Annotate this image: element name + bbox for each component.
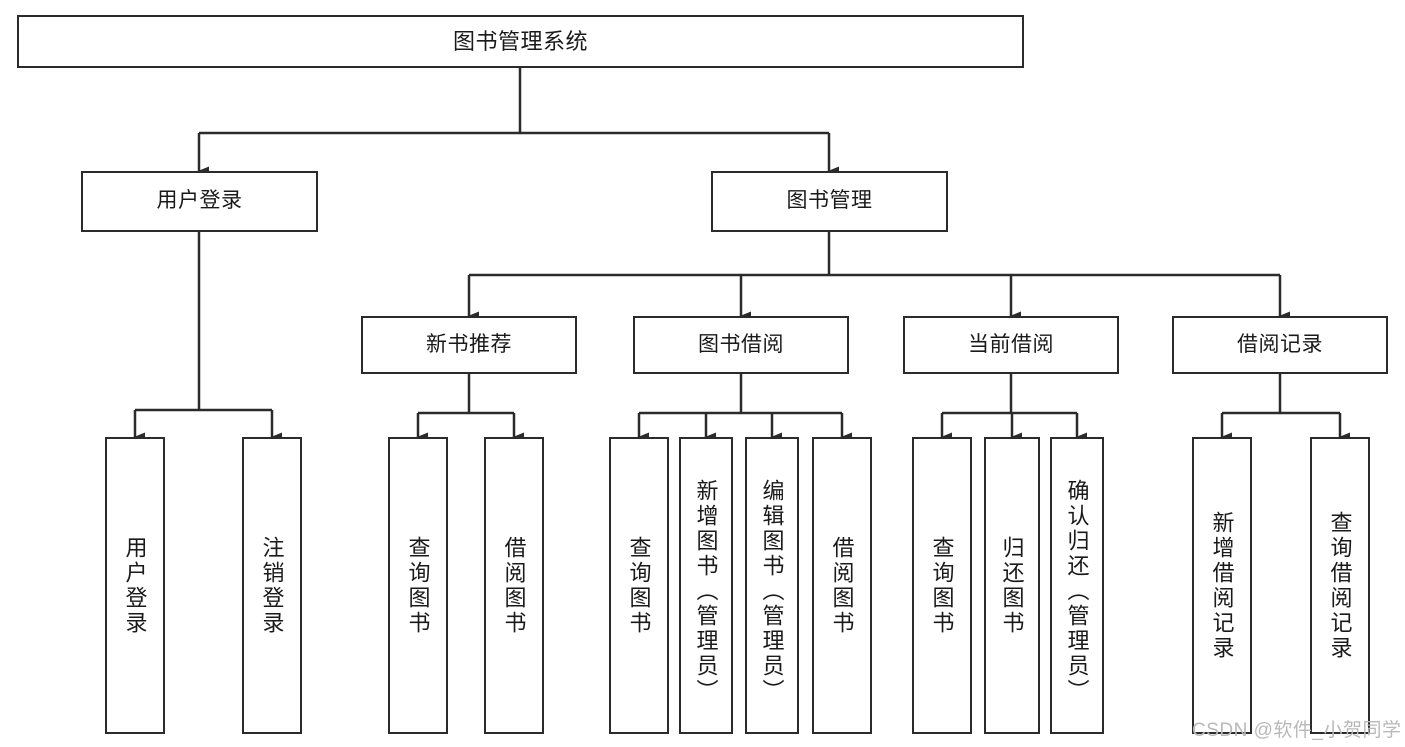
node-root[interactable]: 图书管理系统 [17, 15, 1024, 68]
node-new-book-recommend[interactable]: 新书推荐 [361, 316, 577, 374]
node-label: 借阅记录 [1237, 332, 1323, 356]
node-label: 用户登录 [122, 535, 148, 636]
node-leaf-query-book-1[interactable]: 查询图书 [388, 437, 448, 734]
node-leaf-add-book[interactable]: 新增图书（管理员） [679, 437, 733, 734]
node-leaf-user-login[interactable]: 用户登录 [105, 437, 165, 734]
node-leaf-add-borrow-record[interactable]: 新增借阅记录 [1192, 437, 1252, 734]
node-label: 新增借阅记录 [1209, 510, 1235, 661]
node-label: 图书管理系统 [452, 28, 588, 54]
node-label: 图书借阅 [698, 332, 784, 356]
node-label: 查询图书 [405, 535, 431, 636]
node-leaf-query-book-2[interactable]: 查询图书 [609, 437, 669, 734]
node-leaf-return-book[interactable]: 归还图书 [984, 437, 1040, 734]
node-leaf-query-borrow-record[interactable]: 查询借阅记录 [1310, 437, 1370, 734]
node-book-manage[interactable]: 图书管理 [711, 171, 948, 232]
csdn-watermark: CSDN @软件_小贺同学 [1192, 720, 1402, 741]
node-label: 确认归还（管理员） [1064, 479, 1090, 704]
node-label: 归还图书 [999, 535, 1025, 636]
node-current-borrow[interactable]: 当前借阅 [903, 316, 1119, 374]
node-label: 借阅图书 [501, 535, 527, 636]
node-label: 注销登录 [259, 535, 285, 636]
node-label: 编辑图书（管理员） [759, 479, 785, 704]
node-label: 用户登录 [156, 189, 243, 213]
node-label: 当前借阅 [968, 332, 1054, 356]
node-leaf-edit-book[interactable]: 编辑图书（管理员） [745, 437, 799, 734]
node-borrow-record[interactable]: 借阅记录 [1172, 316, 1388, 374]
node-leaf-logout-login[interactable]: 注销登录 [242, 437, 302, 734]
node-label: 新书推荐 [426, 332, 512, 356]
node-leaf-borrow-book-1[interactable]: 借阅图书 [484, 437, 544, 734]
node-label: 查询借阅记录 [1327, 510, 1353, 661]
node-user-login[interactable]: 用户登录 [81, 171, 318, 232]
node-label: 新增图书（管理员） [693, 479, 719, 704]
node-label: 借阅图书 [829, 535, 855, 636]
node-label: 查询图书 [626, 535, 652, 636]
node-leaf-query-book-3[interactable]: 查询图书 [912, 437, 972, 734]
node-leaf-confirm-return[interactable]: 确认归还（管理员） [1050, 437, 1104, 734]
node-label: 图书管理 [786, 189, 873, 213]
node-label: 查询图书 [929, 535, 955, 636]
node-book-borrow[interactable]: 图书借阅 [633, 316, 849, 374]
node-leaf-borrow-book-2[interactable]: 借阅图书 [812, 437, 872, 734]
